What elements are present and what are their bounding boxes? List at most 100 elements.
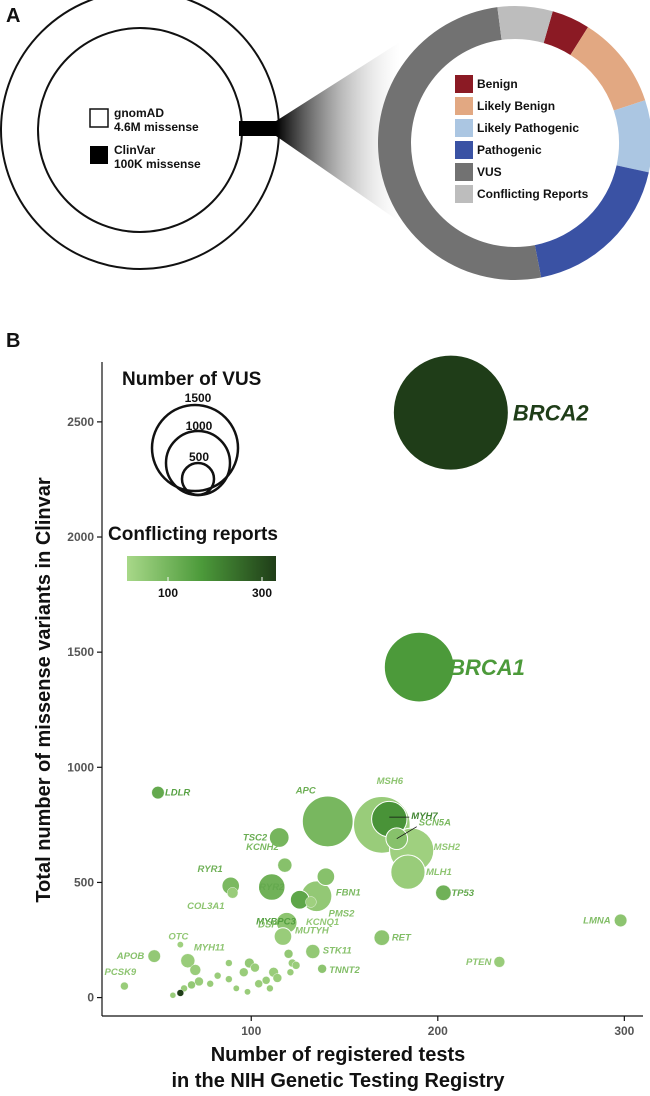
conflicting-color-legend: Conflicting reports 100 300: [108, 524, 278, 600]
point-unlabeled-33: [250, 963, 260, 973]
conflicting-colorbar: [127, 556, 276, 581]
donut-legend-swatch-likely-pathogenic: [455, 119, 473, 137]
point-lmna: [614, 913, 628, 927]
donut-legend-label-pathogenic: Pathogenic: [477, 143, 542, 157]
point-tnnt2: [317, 964, 327, 974]
gnomad-circles: [0, 0, 280, 270]
y-axis-title: Total number of missense variants in Cli…: [33, 477, 55, 903]
point-unlabeled-39: [262, 976, 271, 985]
point-unlabeled-43: [214, 972, 222, 980]
gene-label-pms2: PMS2: [329, 908, 356, 919]
point-unlabeled-49: [225, 959, 233, 967]
vus-legend-title: Number of VUS: [122, 369, 261, 390]
y-tick-label-1500: 1500: [67, 645, 94, 659]
zoom-fan: [276, 42, 400, 222]
clinvar-slice: [239, 121, 279, 136]
donut-slice-benign: [543, 11, 589, 55]
gene-label-tsc2: TSC2: [243, 833, 268, 844]
gene-label-mutyh: MUTYH: [295, 926, 330, 937]
point-mlh1: [390, 854, 426, 890]
gene-label-kcnq1: KCNQ1: [306, 917, 339, 928]
scn5a-pointer: [396, 826, 417, 840]
donut-legend-swatch-likely-benign: [455, 97, 473, 115]
point-ldlr: [151, 786, 165, 800]
point-pcsk9: [120, 981, 129, 991]
point-unlabeled-51: [232, 985, 240, 992]
colorbar-tick-100: 100: [158, 586, 178, 600]
gene-label-msh2: MSH2: [434, 842, 461, 853]
vus-legend-label-500: 500: [189, 450, 209, 464]
gene-label-ryr2: RYR2: [259, 882, 285, 893]
y-tick-label-0: 0: [87, 991, 94, 1005]
plot-axes: [101, 362, 643, 1017]
point-fbn1: [316, 867, 336, 887]
donut-legend-swatch-conflicting-reports: [455, 185, 473, 203]
vus-legend-circle-1500: [150, 403, 240, 493]
panel-b-letter: B: [6, 330, 20, 352]
point-otc: [177, 941, 184, 948]
gnomad-swatch: [89, 108, 109, 128]
conflicting-legend-title: Conflicting reports: [108, 524, 278, 545]
point-kcnq1: [305, 896, 317, 908]
point-tp53: [435, 884, 452, 901]
point-unlabeled-27: [189, 964, 201, 976]
donut-legend-label-likely-benign: Likely Benign: [477, 99, 555, 113]
donut-slice-likely-pathogenic: [613, 100, 650, 173]
gene-label-myh7: MYH7: [411, 811, 438, 822]
point-ryr2: [257, 873, 286, 901]
x-tick-label-300: 300: [614, 1024, 634, 1038]
point-unlabeled-31: [194, 976, 204, 987]
gene-label-brca1: BRCA1: [449, 655, 525, 680]
point-brca1: [383, 631, 455, 703]
gene-label-msh6: MSH6: [377, 776, 404, 787]
point-unlabeled-45: [266, 984, 274, 992]
point-tsc2: [268, 827, 290, 848]
clinvar-sublabel: 100K missense: [114, 157, 201, 171]
gene-label-dsp: DSP: [258, 920, 278, 931]
gene-label-myh11: MYH11: [194, 943, 225, 954]
point-kcnh2: [277, 857, 293, 873]
y-tick-label-1000: 1000: [67, 760, 94, 774]
vus-legend-label-1500: 1500: [185, 391, 212, 405]
point-unlabeled-34: [272, 973, 282, 983]
donut-slice-vus: [377, 7, 542, 281]
donut-slice-likely-benign: [570, 27, 646, 111]
donut-legend-swatch-benign: [455, 75, 473, 93]
gene-label-mlh1: MLH1: [426, 867, 452, 878]
gene-label-tp53: TP53: [451, 888, 474, 899]
clinvar-label: ClinVar: [114, 143, 156, 157]
gene-label-ret: RET: [392, 933, 412, 944]
point-unlabeled-32: [239, 967, 249, 977]
gene-label-stk11: STK11: [323, 946, 352, 957]
gene-label-tnnt2: TNNT2: [329, 965, 360, 976]
gene-label-lmna: LMNA: [583, 915, 611, 926]
donut-legend-label-conflicting-reports: Conflicting Reports: [477, 187, 589, 201]
x-tick-label-100: 100: [241, 1024, 261, 1038]
vus-legend-label-1000: 1000: [186, 419, 213, 433]
donut-legend-label-vus: VUS: [477, 165, 502, 179]
panel-a-letter: A: [6, 5, 20, 27]
point-mutyh: [273, 927, 293, 946]
point-unlabeled-37: [187, 980, 196, 990]
y-tick-label-2000: 2000: [67, 530, 94, 544]
donut-legend-label-benign: Benign: [477, 77, 518, 91]
vus-size-legend: Number of VUS 1500 1000 500: [122, 369, 261, 497]
gnomad-legend: gnomAD 4.6M missense ClinVar 100K missen…: [89, 106, 201, 171]
point-col3a1: [226, 887, 239, 899]
point-unlabeled-41: [291, 961, 301, 970]
gnomad-label: gnomAD: [114, 106, 164, 120]
donut-slice-conflicting-reports: [497, 5, 553, 44]
gene-label-pcsk9: PCSK9: [105, 967, 137, 978]
scatter-points: [120, 354, 628, 999]
gene-label-scn5a: SCN5A: [419, 818, 451, 829]
point-apc: [301, 795, 354, 848]
gene-label-apob: APOB: [116, 951, 145, 962]
point-unlabeled-46: [286, 968, 295, 976]
gene-label-apc: APC: [295, 785, 316, 796]
y-tick-label-2500: 2500: [67, 415, 94, 429]
gnomad-sublabel: 4.6M missense: [114, 120, 199, 134]
